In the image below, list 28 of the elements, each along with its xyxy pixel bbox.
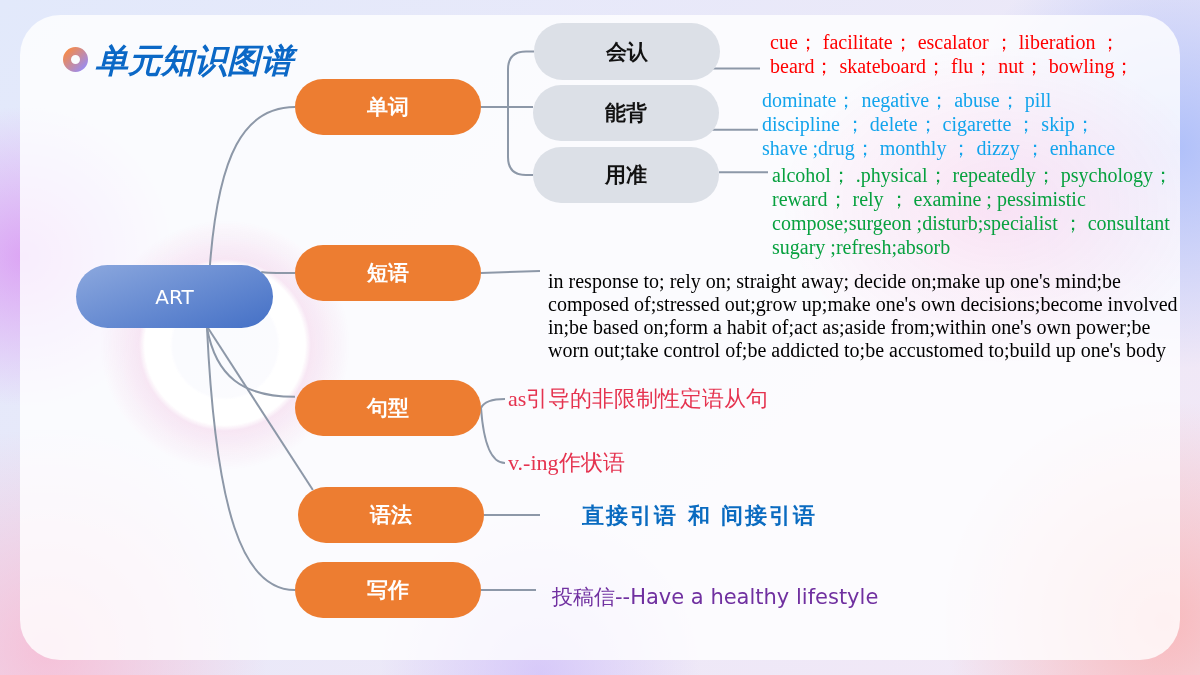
vocabulary-list: alcohol； .physical； repeatedly； psychology； reward； rely ； examine ; pessimistic compose;surgeon ;disturb;specialist ； consultant sugary ;refresh;absorb (772, 163, 1177, 259)
branch-topic-pill: 写作 (295, 562, 481, 618)
grammar-topic-text: 直接引语 和 间接引语 (582, 502, 818, 530)
connector-line (260, 270, 296, 274)
phrase-list: in response to; rely on; straight away; decide on;make up one's mind;be composed of;stressed out;grow up;make one's own decisions;become involved in;be based on;form a habit of;act as;aside from;within one's own power;be worn out;take control of;be addicted to;be accustomed to;build up one's body (548, 270, 1184, 362)
sentence-pattern-text: v.-ing作状语 (508, 450, 625, 476)
subtopic-pill: 会认 (534, 23, 720, 80)
branch-topic-pill: 单词 (295, 79, 481, 135)
connector-line (208, 106, 296, 266)
connector-line (480, 407, 506, 464)
connector-line (480, 106, 534, 176)
writing-task-text: 投稿信--Have a healthy lifestyle (552, 584, 879, 611)
connector-line (480, 270, 541, 274)
connector-line (480, 398, 506, 409)
branch-topic-pill: 语法 (298, 487, 484, 543)
connector-line (206, 327, 296, 591)
connector-line (207, 327, 314, 492)
connector-line (718, 171, 769, 174)
branch-topic-pill: 句型 (295, 380, 481, 436)
connector-line (480, 589, 537, 591)
subtopic-pill: 用准 (533, 147, 719, 203)
sentence-pattern-text: as引导的非限制性定语从句 (508, 386, 769, 412)
vocabulary-list: dominate； negative； abuse； pill discipline ； delete； cigarette ； skip； shave ;drug； monthly ； dizzy ； enhance (762, 88, 1124, 160)
branch-topic-pill: 短语 (295, 245, 481, 301)
root-topic-pill: ART (76, 265, 273, 328)
connector-line (483, 514, 541, 516)
vocabulary-list: cue； facilitate； escalator ； liberation ； beard； skateboard； flu； nut； bowling； (770, 30, 1145, 78)
subtopic-pill: 能背 (533, 85, 719, 141)
